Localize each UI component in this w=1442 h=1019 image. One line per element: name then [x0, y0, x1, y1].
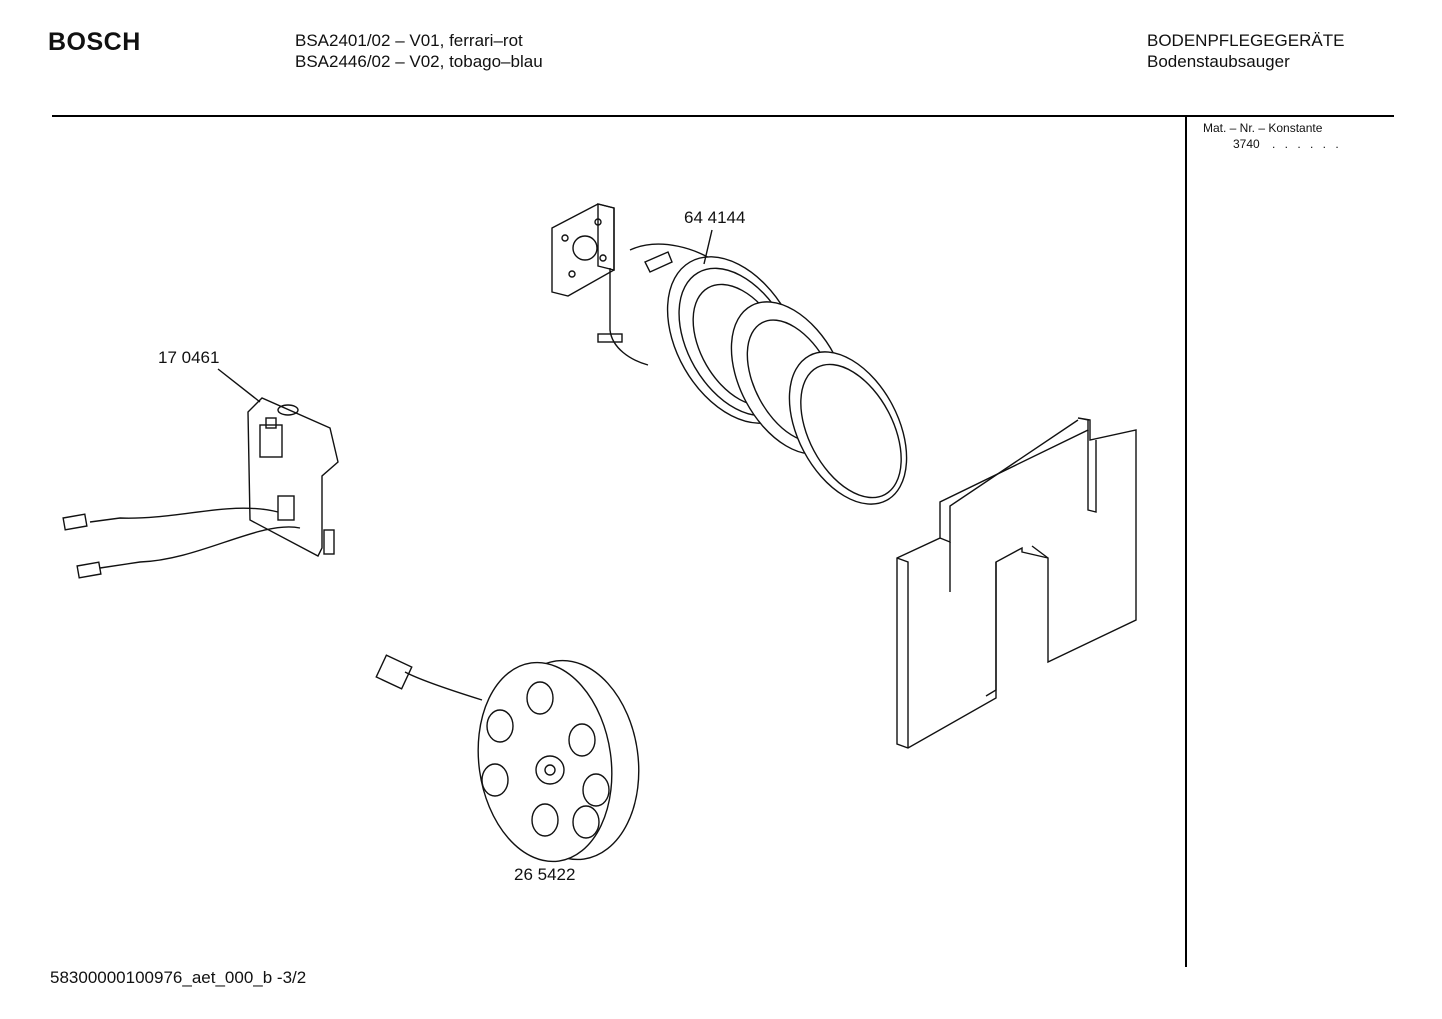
material-number-label: Mat. – Nr. – Konstante [1203, 121, 1323, 135]
motor-mount-plate [551, 203, 615, 297]
leader-line-switch [217, 368, 261, 403]
cord-reel [375, 654, 640, 863]
category-line-1: BODENPFLEGEGERÄTE [1147, 31, 1345, 50]
foam-filter [896, 417, 1137, 749]
sidebar-divider [1185, 117, 1187, 967]
document-id: 58300000100976_aet_000_b -3/2 [50, 968, 307, 987]
brand-logo: BOSCH [48, 28, 141, 56]
model-line-1: BSA2401/02 – V01, ferrari–rot [295, 31, 523, 50]
part-number-cord-reel: 26 5422 [514, 865, 576, 884]
gasket-ring [788, 351, 908, 505]
category-line-2: Bodenstaubsauger [1147, 52, 1290, 71]
part-number-switch: 17 0461 [158, 348, 220, 367]
switch-assembly [62, 397, 339, 579]
material-number-dots: . . . . . . [1272, 137, 1342, 151]
part-number-motor: 64 4144 [684, 208, 746, 227]
material-number-value: 3740 [1233, 137, 1260, 151]
model-line-2: BSA2446/02 – V02, tobago–blau [295, 52, 543, 71]
header-divider [52, 115, 1394, 117]
